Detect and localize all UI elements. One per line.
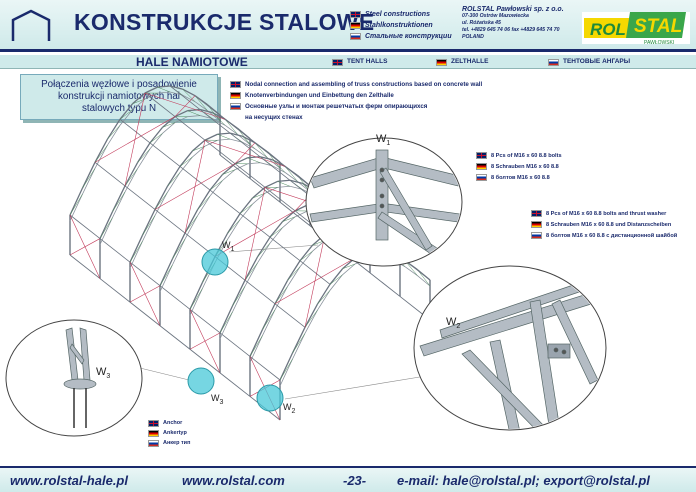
intro-note-en: Nodal connection and assembling of truss… xyxy=(245,81,483,88)
email-contacts[interactable]: e-mail: hale@rolstal.pl; export@rolstal.… xyxy=(397,473,650,488)
intro-line-2: konstrukcji namiotowych hal xyxy=(58,91,180,102)
intro-notes: Nodal connection and assembling of truss… xyxy=(230,79,482,123)
flag-uk-icon xyxy=(332,58,343,66)
detail-label-w1: W1 xyxy=(376,133,391,148)
flag-de-icon xyxy=(476,163,487,170)
flag-ru-icon xyxy=(148,439,159,447)
flag-uk-icon xyxy=(148,419,159,427)
flag-de-icon xyxy=(350,22,361,29)
flag-uk-icon xyxy=(531,210,542,217)
spec-w3-de: Ankertyp xyxy=(163,430,187,436)
company-name: ROLSTAL Pawłowski sp. z o.o. xyxy=(462,6,564,13)
page-title: KONSTRUKCJE STALOWE xyxy=(74,9,375,35)
hall-outline-icon xyxy=(11,9,51,41)
intro-line-1: Połączenia węzłowe i posadowienie xyxy=(41,79,197,90)
title-translations: Steel constructions Stahlkonstruktionen … xyxy=(350,9,452,42)
website-link-rolstal[interactable]: www.rolstal.com xyxy=(182,473,285,488)
leader-line-w1 xyxy=(228,244,319,253)
intro-note-de: Knotenverbindungen und Einbettung den Ze… xyxy=(245,92,394,99)
marker-label-w1: W1 xyxy=(222,240,235,253)
detail-w2-drawing xyxy=(413,265,607,431)
website-link-rolstal-hale[interactable]: www.rolstal-hale.pl xyxy=(10,473,128,488)
detail-w3-drawing xyxy=(5,319,143,437)
leader-line-w3 xyxy=(139,367,190,381)
spec-w1: 8 Pcs of M16 x 60 8.8 bolts 8 Schrauben … xyxy=(476,150,562,183)
flag-ru-icon xyxy=(476,174,487,181)
marker-w1 xyxy=(201,248,229,276)
section-title-en-text: TENT HALLS xyxy=(347,58,388,65)
rolstal-logo: ROL STAL PAWŁOWSKI xyxy=(582,12,690,46)
spec-w2-de: 8 Schrauben M16 x 60 8.8 und Distanzsche… xyxy=(546,221,672,228)
logo-text-stal: STAL xyxy=(634,16,682,37)
intro-note-ru-cont: на несущих стенах xyxy=(245,114,303,121)
section-title-en: TENT HALLS xyxy=(332,57,387,67)
company-address: ROLSTAL Pawłowski sp. z o.o. 07-300 Ostr… xyxy=(462,6,564,41)
marker-label-w2: W2 xyxy=(283,402,296,415)
flag-de-icon xyxy=(436,58,447,66)
drawing-layer xyxy=(5,85,607,437)
marker-w2 xyxy=(256,384,284,412)
detail-label-w2: W2 xyxy=(446,316,461,331)
section-title-de: ZELTHALLE xyxy=(436,57,488,67)
flag-ru-icon xyxy=(548,58,559,66)
flag-ru-icon xyxy=(350,33,361,40)
spec-w3-ru: Анкер тип xyxy=(163,440,191,446)
section-title-ru: ТЕНТОВЫЕ АНГАРЫ xyxy=(548,57,630,67)
translation-ru: Стальные конструкции xyxy=(365,33,452,40)
spec-w2: 8 Pcs of M16 x 60 8.8 bolts and thrust w… xyxy=(531,208,677,241)
spec-w2-ru: 8 болтов M16 x 60 8.8 с дистанционной ша… xyxy=(546,232,678,239)
header-bar: KONSTRUKCJE STALOWE Steel constructions … xyxy=(0,0,696,52)
spec-w3-en: Anchor xyxy=(163,420,183,426)
translation-de: Stahlkonstruktionen xyxy=(365,22,433,29)
page-number: -23- xyxy=(343,473,367,488)
company-city: 07-300 Ostrów Mazowiecka xyxy=(462,13,529,19)
section-title-ru-text: ТЕНТОВЫЕ АНГАРЫ xyxy=(563,58,631,65)
detail-w1-drawing xyxy=(305,137,463,267)
translation-en: Steel constructions xyxy=(365,11,430,18)
subheader-bar: HALE NAMIOTOWE TENT HALLS ZELTHALLE ТЕНТ… xyxy=(0,55,696,69)
marker-label-w3: W3 xyxy=(211,393,224,406)
leader-line-w2 xyxy=(284,374,433,400)
company-street: ul. Różańska 45 xyxy=(462,20,501,26)
company-phone: tel. +4829 645 74 06 fax +4829 645 74 70 xyxy=(462,27,560,33)
flag-de-icon xyxy=(531,221,542,228)
spec-w3: Anchor Ankertyp Анкер тип xyxy=(148,418,190,448)
flag-de-icon xyxy=(148,429,159,437)
section-title-de-text: ZELTHALLE xyxy=(451,58,489,65)
detail-label-w3: W3 xyxy=(96,366,111,381)
marker-w3 xyxy=(187,367,215,395)
logo-text-rol: ROL xyxy=(590,20,626,39)
logo-text-pawlowski: PAWŁOWSKI xyxy=(644,40,674,46)
spec-w1-ru: 8 болтов M16 x 60 8.8 xyxy=(491,174,550,181)
intro-line-3: stalowych typu N xyxy=(81,103,157,114)
flag-ru-icon xyxy=(531,232,542,239)
flag-ru-icon xyxy=(230,103,241,110)
section-title: HALE NAMIOTOWE xyxy=(136,55,248,69)
spec-w1-en: 8 Pcs of M16 x 60 8.8 bolts xyxy=(491,152,562,159)
flag-uk-icon xyxy=(350,11,361,18)
spec-w1-de: 8 Schrauben M16 x 60 8.8 xyxy=(491,163,559,170)
spec-w2-en: 8 Pcs of M16 x 60 8.8 bolts and thrust w… xyxy=(546,210,667,217)
footer-bar: www.rolstal-hale.pl www.rolstal.com -23-… xyxy=(0,466,696,492)
flag-uk-icon xyxy=(230,81,241,88)
company-country: POLAND xyxy=(462,34,484,40)
flag-uk-icon xyxy=(476,152,487,159)
flag-de-icon xyxy=(230,92,241,99)
intro-note-ru: Основные узлы и монтаж решетчатых ферм о… xyxy=(245,103,428,110)
